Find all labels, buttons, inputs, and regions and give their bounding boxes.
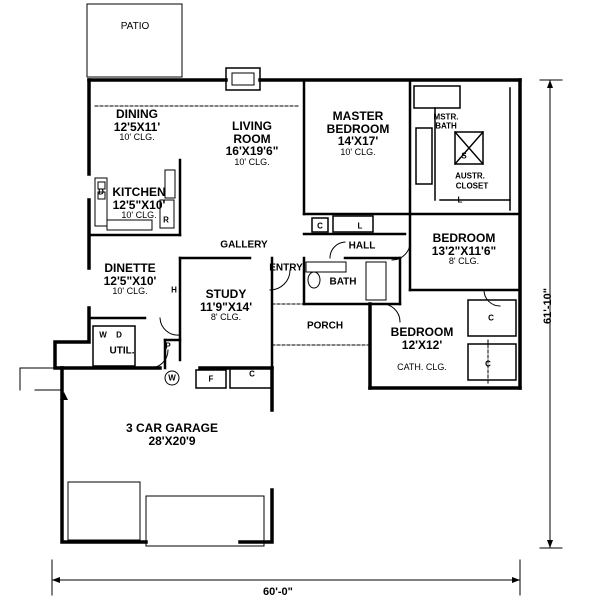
bedroom-closet-label-2: C [485,359,491,369]
master-bedroom-label: MASTER BEDROOM 14'X17' 10' CLG. [327,110,390,157]
study-label: STUDY 11'9"X14' 8' CLG. [200,288,252,323]
room-ceiling: 10' CLG. [119,132,155,143]
room-name: 3 CAR GARAGE [125,421,219,435]
width-dimension: 60'-0" [263,586,293,598]
living-room-label: LIVING ROOM 16'X19'6" 10' CLG. [226,120,279,167]
room-name: MASTER [332,109,384,123]
shower-label: S [461,151,467,161]
dimension-lines [51,79,563,596]
room-size: 12'X12' [401,337,443,352]
bedroom-2-label: BEDROOM 13'2"X11'6" 8' CLG. [432,232,496,267]
gallery-label: GALLERY [220,239,268,251]
washer-label: W [99,330,107,340]
furnace-label: F [208,374,214,384]
room-ceiling: 10' CLG. [121,210,157,221]
room-size: 11'9"X14' [199,299,253,314]
patio-outline [86,3,183,78]
garage-closet-label: C [249,369,255,379]
garage-label: 3 CAR GARAGE 28'X20'9 [126,422,218,447]
util-label: UTIL. [109,345,135,357]
fireplace [225,67,261,91]
room-ceiling: 8' CLG. [210,312,242,323]
hall-linen-label: L [357,221,363,231]
closet-label-1: AUSTR. [455,171,485,181]
refrigerator-label: R [163,215,169,225]
room-size: 16'X19'6" [225,144,279,159]
patio-label: PATIO [120,21,150,32]
bedroom-closet-label-1: C [488,313,494,323]
master-bath-label-2: BATH [435,121,457,131]
hvac-label: H [171,285,177,295]
pantry-label: P [165,341,171,351]
dining-room-label: DINING 12'5X11' 10' CLG. [114,108,160,143]
dishwasher-label: D [98,187,104,197]
room-name: STUDY [205,287,247,301]
interior-walls [87,80,522,370]
room-name-2: BEDROOM [326,121,390,136]
dinette-label: DINETTE 12'5"X10' 10' CLG. [104,262,157,297]
kitchen-label: KITCHEN 12'5"X10' 10' CLG. [112,186,165,221]
exterior-walls [53,78,522,544]
room-name: BEDROOM [390,325,454,339]
room-name-2: ROOM [233,131,271,146]
entry-label: ENTRY [269,262,303,274]
room-name: DINING [115,107,158,121]
room-size: 28'X20'9 [148,433,196,448]
linen-closet-label: L [457,195,463,205]
room-name: DINETTE [104,261,156,275]
room-size: 12'5"X10' [112,197,166,212]
room-ceiling: 8' CLG. [448,256,480,267]
room-ceiling: 10' CLG. [340,146,376,157]
depth-dimension: 61'-10" [541,288,554,324]
dryer-label: D [116,330,122,340]
room-size: 12'5"X10' [103,273,157,288]
room-ceiling: 10' CLG. [234,156,270,167]
room-ceiling: CATH. CLG. [397,362,447,373]
room-size: 12'5X11' [113,119,161,134]
hall-closet-label: C [317,221,323,231]
water-heater-label: W [168,373,176,383]
master-bath-label-1: MSTR. [433,112,459,122]
closet-label-2: CLOSET [455,181,489,191]
room-size: 14'X17' [337,134,379,149]
room-size: 13'2"X11'6" [431,243,497,258]
room-name: KITCHEN [112,185,166,199]
porch-label: PORCH [306,320,344,332]
room-ceiling: 10' CLG. [112,286,148,297]
room-name: LIVING [231,119,272,133]
bath-label: BATH [329,276,357,288]
bedroom-3-label: BEDROOM 12'X12' CATH. CLG. [391,326,454,373]
room-name: BEDROOM [432,231,496,245]
hall-label: HALL [348,240,376,252]
